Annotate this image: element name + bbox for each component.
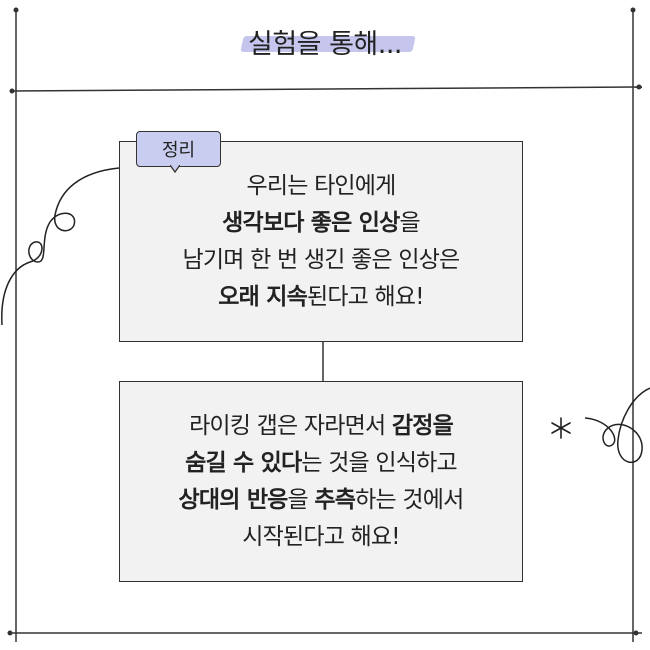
box2-line-3: 상대의 반응을 추측하는 것에서	[178, 482, 465, 519]
box2-emphasis-2: 숨길 수 있다	[185, 449, 302, 476]
summary-box-1: 우리는 타인에게 생각보다 좋은 인상을 남기며 한 번 생긴 좋은 인상은 오…	[119, 141, 523, 342]
box1-line-2: 생각보다 좋은 인상을	[222, 205, 420, 242]
box1-emphasis-2: 오래 지속	[218, 283, 307, 310]
box2-emphasis-3: 상대의 반응	[178, 486, 289, 513]
page-title: 실험을 통해...	[240, 22, 416, 61]
summary-box-2: 라이킹 갭은 자라면서 감정을 숨길 수 있다는 것을 인식하고 상대의 반응을…	[119, 381, 523, 582]
box1-emphasis-1: 생각보다 좋은 인상	[222, 209, 400, 236]
box1-line-4-rest: 된다고 해요!	[306, 283, 425, 310]
swirl-left-icon	[1, 167, 120, 326]
summary-tag: 정리	[136, 131, 221, 167]
box1-line-3: 남기며 한 번 생긴 좋은 인상은	[182, 246, 461, 273]
swirl-right-icon	[584, 387, 650, 464]
title-area: 실험을 통해...	[0, 22, 650, 61]
box2-emphasis-1: 감정을	[391, 412, 454, 439]
tag-pointer-icon	[170, 165, 180, 173]
box2-line-2: 숨길 수 있다는 것을 인식하고	[185, 445, 458, 482]
box2-line-3-rest: 하는 것에서	[355, 486, 464, 513]
box2-line-2-rest: 는 것을 인식하고	[301, 449, 457, 476]
box2-line-3-mid: 을	[287, 486, 315, 513]
box1-line-4: 오래 지속된다고 해요!	[218, 279, 425, 316]
box1-line-2-rest: 을	[399, 209, 420, 236]
box1-line-1: 우리는 타인에게	[246, 172, 396, 199]
box2-emphasis-4: 추측	[314, 486, 356, 513]
asterisk-icon	[551, 417, 571, 439]
box2-line-4: 시작된다고 해요!	[242, 523, 400, 550]
box2-line-1: 라이킹 갭은 자라면서 감정을	[189, 408, 454, 445]
box2-line-1-a: 라이킹 갭은 자라면서	[189, 412, 392, 439]
page-title-text: 실험을 통해...	[247, 29, 403, 60]
